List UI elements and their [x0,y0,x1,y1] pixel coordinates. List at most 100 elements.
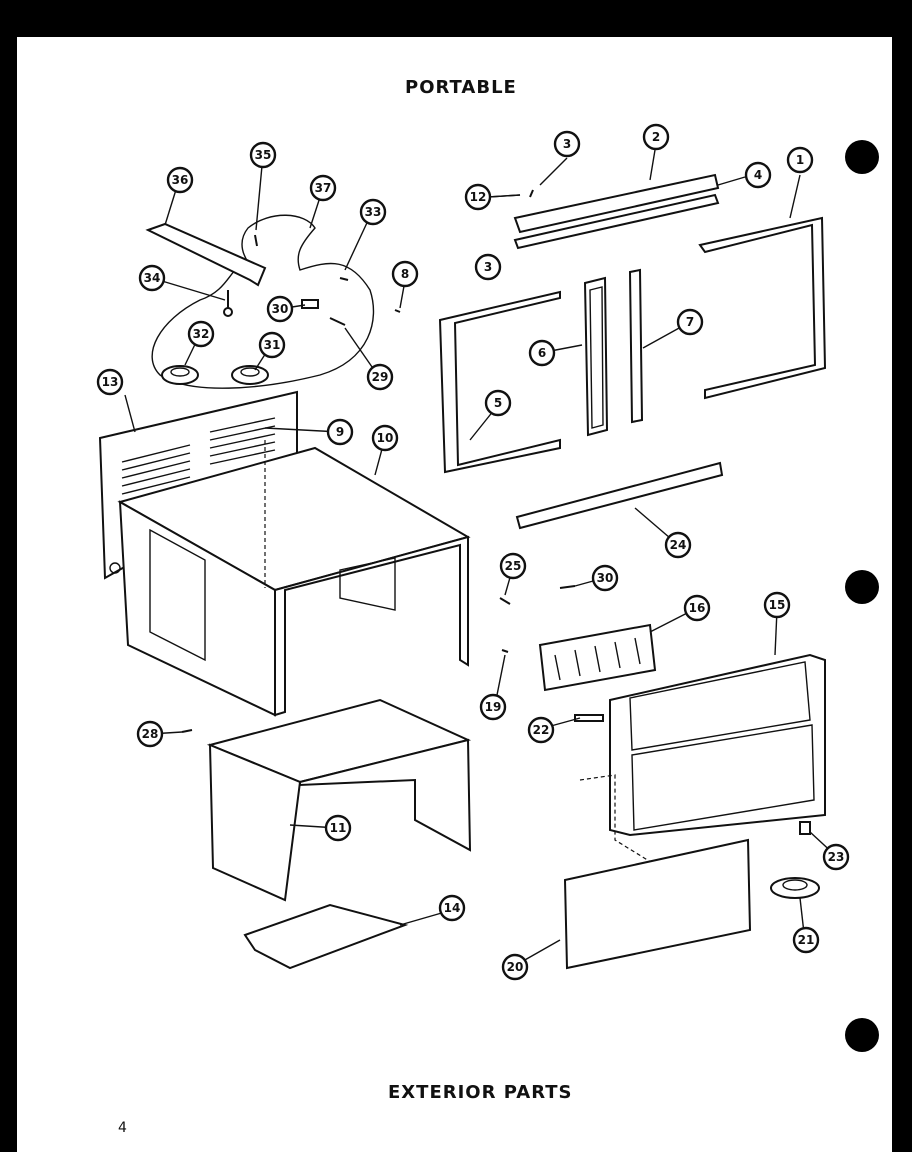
binder-hole [845,140,879,174]
center-panel-slats [589,286,604,429]
svg-text:3: 3 [563,137,571,151]
svg-text:11: 11 [330,821,347,835]
callout-23: 23 [822,843,850,871]
grille-upper-vents [629,661,811,751]
svg-text:3: 3 [484,260,492,274]
svg-text:2: 2 [652,130,660,144]
callout-25: 25 [499,552,527,580]
screw [501,649,509,653]
top-rail [513,173,720,234]
callout-21: 21 [792,926,820,954]
rail-strip [513,193,720,250]
callout-9: 9 [326,418,354,446]
callout-11: 11 [324,814,352,842]
front-grille [609,653,826,837]
callout-28: 28 [136,720,164,748]
svg-text:13: 13 [102,375,119,389]
cabinet-front-rim [274,535,469,717]
svg-text:35: 35 [255,148,272,162]
callout-10: 10 [371,424,399,452]
callout-13: 13 [96,368,124,396]
trim-strip [574,714,604,722]
svg-text:32: 32 [193,327,210,341]
right-frame [698,216,827,400]
inner-louvers [339,557,396,611]
screw-head [223,307,233,317]
screw [499,597,511,605]
svg-text:12: 12 [470,190,487,204]
svg-text:19: 19 [485,700,502,714]
svg-text:14: 14 [444,901,461,915]
callout-35: 35 [249,141,277,169]
callout-37: 37 [309,174,337,202]
callout-32: 32 [187,320,215,348]
front-cover-panel [563,838,752,970]
svg-text:37: 37 [315,181,332,195]
svg-text:16: 16 [689,601,706,615]
svg-text:8: 8 [401,267,409,281]
screw [529,189,534,198]
page-number: 4 [118,1120,127,1136]
callout-3b: 3 [474,253,502,281]
callout-22: 22 [527,716,555,744]
side-panel [628,268,644,424]
svg-text:6: 6 [538,346,546,360]
callout-4: 4 [744,161,772,189]
cabinet-side-louvers [149,528,206,662]
grille-filter-area [631,724,815,831]
svg-text:28: 28 [142,727,159,741]
left-frame [438,290,561,474]
svg-text:20: 20 [507,960,524,974]
callout-1: 1 [786,146,814,174]
grommet-hole [240,367,260,377]
svg-text:15: 15 [769,598,786,612]
callout-6: 6 [528,339,556,367]
rear-louvers [121,417,276,495]
callout-19: 19 [479,693,507,721]
nut [301,299,319,309]
callout-29: 29 [366,363,394,391]
control-knob-center [782,879,808,891]
svg-text:24: 24 [670,538,687,552]
carry-handle [145,222,267,287]
screw [181,729,193,733]
callout-33: 33 [359,198,387,226]
bracket-fins [554,637,641,681]
center-panel [583,276,609,437]
callout-30: 30 [266,295,294,323]
callout-16: 16 [683,594,711,622]
svg-text:31: 31 [264,338,281,352]
control-knob [770,877,820,899]
svg-text:9: 9 [336,425,344,439]
callout-8: 8 [391,260,419,288]
callout-7: 7 [676,308,704,336]
support-bar [515,461,724,530]
assembly-line [579,774,681,910]
svg-text:5: 5 [494,396,502,410]
svg-text:4: 4 [754,168,762,182]
diagram-title: PORTABLE [405,77,517,98]
svg-text:30: 30 [272,302,289,316]
svg-text:29: 29 [372,370,389,384]
callout-24: 24 [664,531,692,559]
grommet-hole [170,367,190,377]
callout-12: 12 [464,183,492,211]
screw [329,317,346,326]
hardware-bag-outline [151,214,375,389]
svg-text:22: 22 [533,723,550,737]
svg-text:23: 23 [828,850,845,864]
callout-20: 20 [501,953,529,981]
screw [254,234,258,247]
screw [394,309,401,313]
clip [799,821,811,835]
screw [559,585,576,589]
svg-text:33: 33 [365,205,382,219]
callout-3: 3 [553,130,581,158]
callout-2: 2 [642,123,670,151]
svg-text:34: 34 [144,271,161,285]
svg-text:25: 25 [505,559,522,573]
callout-31: 31 [258,331,286,359]
cord-hole [109,562,121,574]
callout-34: 34 [138,264,166,292]
diagram-caption: EXTERIOR PARTS [388,1082,573,1103]
